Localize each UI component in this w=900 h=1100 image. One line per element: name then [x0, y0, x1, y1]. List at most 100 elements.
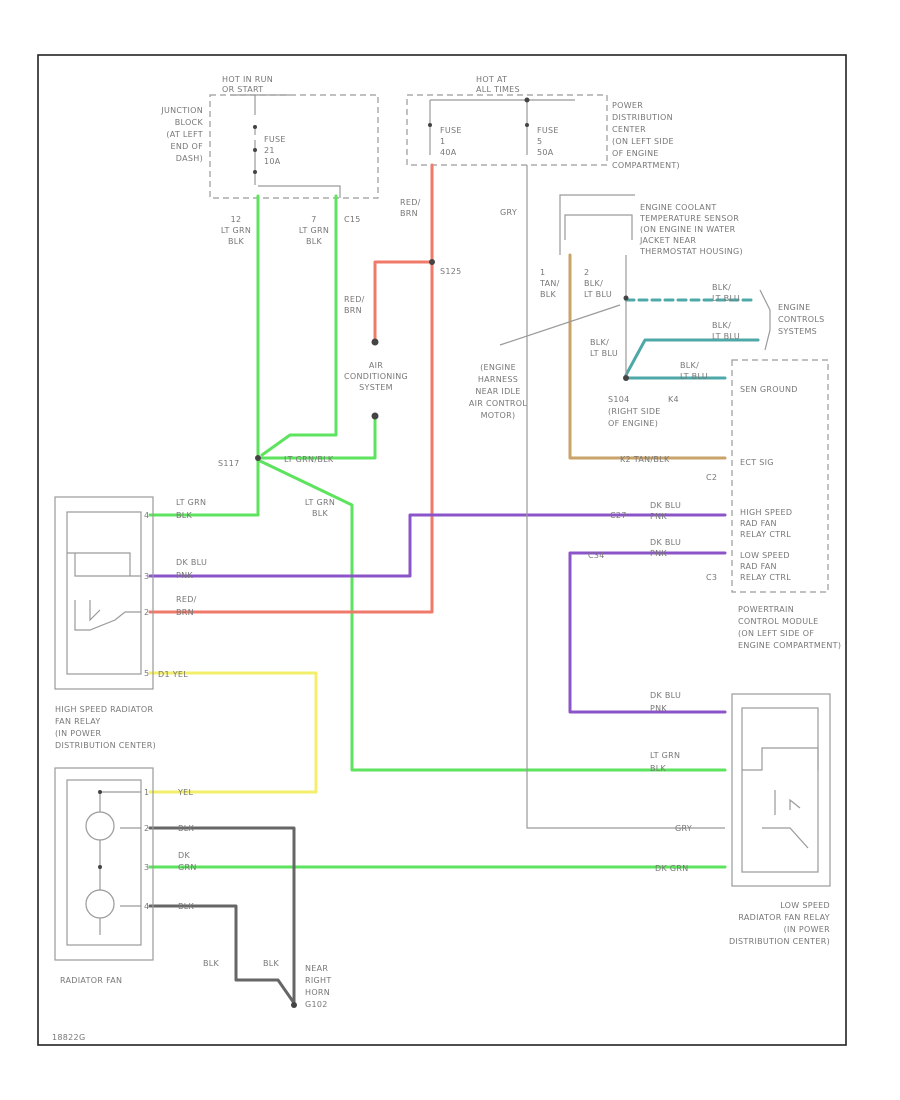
high-relay-pin-4: 4 [144, 511, 149, 520]
fan-pin-4: 4 [144, 902, 149, 911]
c27-label: C27 [610, 511, 627, 520]
red-brn-mid-label: RED/BRN [344, 295, 365, 315]
low-relay-box-inner [741, 707, 819, 873]
blk-wire-1 [148, 826, 296, 1005]
junction-block-box [209, 94, 379, 199]
harness-leader [499, 304, 621, 346]
fan-pin-3: 3 [144, 863, 149, 872]
ac-connector-top [371, 338, 379, 346]
red-wire-ac [373, 260, 434, 342]
c15-label: C15 [344, 215, 361, 224]
high-relay-box-inner [66, 511, 142, 675]
ec-wire3-label: BLK/LT BLU [680, 361, 708, 381]
pcm-c2-label: C2 [706, 473, 717, 482]
fuse-21-dot-2 [253, 148, 257, 152]
fuse-5-dot [525, 123, 529, 127]
fan-motor-1 [85, 811, 115, 841]
fuse-21-dot-3 [253, 170, 257, 174]
low-relay-dk-grn: DK GRN [655, 864, 689, 873]
splice-s125 [429, 259, 435, 265]
ground-g102-label: G102 [305, 1000, 328, 1009]
high-relay-box-outer [54, 496, 154, 690]
ec-wire2-label: BLK/LT BLU [712, 321, 740, 341]
ground-blk1-label: BLK [203, 959, 220, 968]
pdc-busbar [429, 99, 575, 155]
pcm-box [731, 359, 829, 593]
fan-dot-1 [98, 790, 102, 794]
low-relay-coil [742, 747, 819, 849]
coolant-pin2-dot [623, 295, 629, 301]
ect-sig-label: ECT SIG [740, 458, 774, 467]
high-relay-yel: D1 YEL [158, 670, 188, 679]
fan-dot-2 [98, 865, 102, 869]
footer-code: 18822G [52, 1033, 85, 1042]
fan-blk2-label: BLK [178, 902, 195, 911]
fan-pin-1: 1 [144, 788, 149, 797]
splice-s104 [623, 375, 629, 381]
green-wire-12 [148, 194, 260, 517]
high-relay-pin-2: 2 [144, 608, 149, 617]
purple-wire-low [568, 551, 727, 714]
red-wire-main [148, 163, 434, 614]
blk-wire-2 [148, 904, 296, 1005]
pdc-bus-dot [524, 97, 530, 103]
s117-label: S117 [218, 459, 240, 468]
fan-motor-2 [85, 889, 115, 919]
purple-wire-high [148, 513, 727, 578]
high-relay-red-brn: RED/BRN [176, 595, 197, 617]
green-wire-7 [260, 194, 338, 457]
green-wire-ac [260, 413, 377, 460]
k4-label: K4 [668, 395, 679, 404]
fuse-21-dot-1 [253, 125, 257, 129]
k2-label: K2 TAN/BLK [620, 455, 670, 464]
fan-pin-2: 2 [144, 824, 149, 833]
ground-blk2-label: BLK [263, 959, 280, 968]
high-relay-pin-3: 3 [144, 572, 149, 581]
lt-grn-blk-mid-label: LT GRN/BLK [284, 455, 334, 464]
red-brn-top-label: RED/BRN [400, 198, 421, 218]
ground-g102-dot [291, 1002, 297, 1008]
fan-box-outer [54, 767, 154, 961]
diagram-frame [37, 54, 847, 1046]
sen-ground-label: SEN GROUND [740, 385, 798, 394]
fan-label: RADIATOR FAN [60, 976, 122, 985]
c34-label: C34 [588, 551, 605, 560]
ac-connector-bottom [371, 412, 379, 420]
coolant-pin3-label: BLK/LT BLU [590, 338, 618, 358]
low-relay-gry: GRY [675, 824, 692, 833]
teal-wire-2 [624, 338, 760, 377]
engine-controls-brace [759, 289, 771, 351]
ec-wire1-label: BLK/LT BLU [712, 283, 740, 303]
green-wire-low-relay [256, 458, 727, 772]
